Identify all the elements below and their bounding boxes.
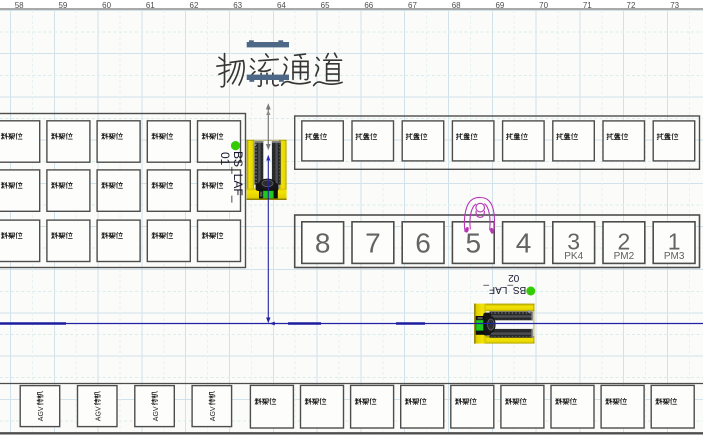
svg-text:PM2: PM2	[614, 251, 635, 262]
svg-text:65: 65	[321, 1, 330, 10]
svg-text:59: 59	[58, 1, 67, 10]
svg-text:71: 71	[583, 1, 592, 10]
svg-text:PK4: PK4	[564, 251, 583, 262]
svg-text:68: 68	[452, 1, 461, 10]
svg-text:01: 01	[218, 152, 232, 166]
svg-text:5: 5	[466, 228, 482, 259]
svg-text:64: 64	[277, 1, 286, 10]
svg-text:70: 70	[539, 1, 548, 10]
svg-text:73: 73	[670, 1, 679, 10]
svg-text:AGV: AGV	[38, 406, 45, 421]
svg-text:AGV: AGV	[153, 406, 160, 421]
svg-text:8: 8	[315, 228, 331, 259]
svg-text:PM3: PM3	[664, 251, 685, 262]
svg-text:6: 6	[415, 228, 431, 259]
svg-text:60: 60	[102, 1, 111, 10]
svg-text:BS_LAF_: BS_LAF_	[231, 151, 245, 203]
svg-text:62: 62	[190, 1, 199, 10]
svg-text:67: 67	[408, 1, 417, 10]
svg-text:69: 69	[495, 1, 504, 10]
svg-text:72: 72	[627, 1, 636, 10]
svg-text:66: 66	[364, 1, 373, 10]
svg-text:1: 1	[668, 229, 681, 255]
svg-text:61: 61	[146, 1, 155, 10]
svg-text:4: 4	[516, 228, 532, 259]
svg-text:AGV: AGV	[210, 406, 217, 421]
svg-text:02: 02	[508, 272, 520, 283]
svg-text:BS_LAF_: BS_LAF_	[483, 284, 526, 295]
svg-text:3: 3	[567, 229, 580, 255]
svg-text:AGV: AGV	[96, 406, 103, 421]
svg-text:63: 63	[233, 1, 242, 10]
svg-text:7: 7	[365, 228, 381, 259]
svg-text:2: 2	[618, 229, 631, 255]
svg-text:58: 58	[15, 1, 24, 10]
